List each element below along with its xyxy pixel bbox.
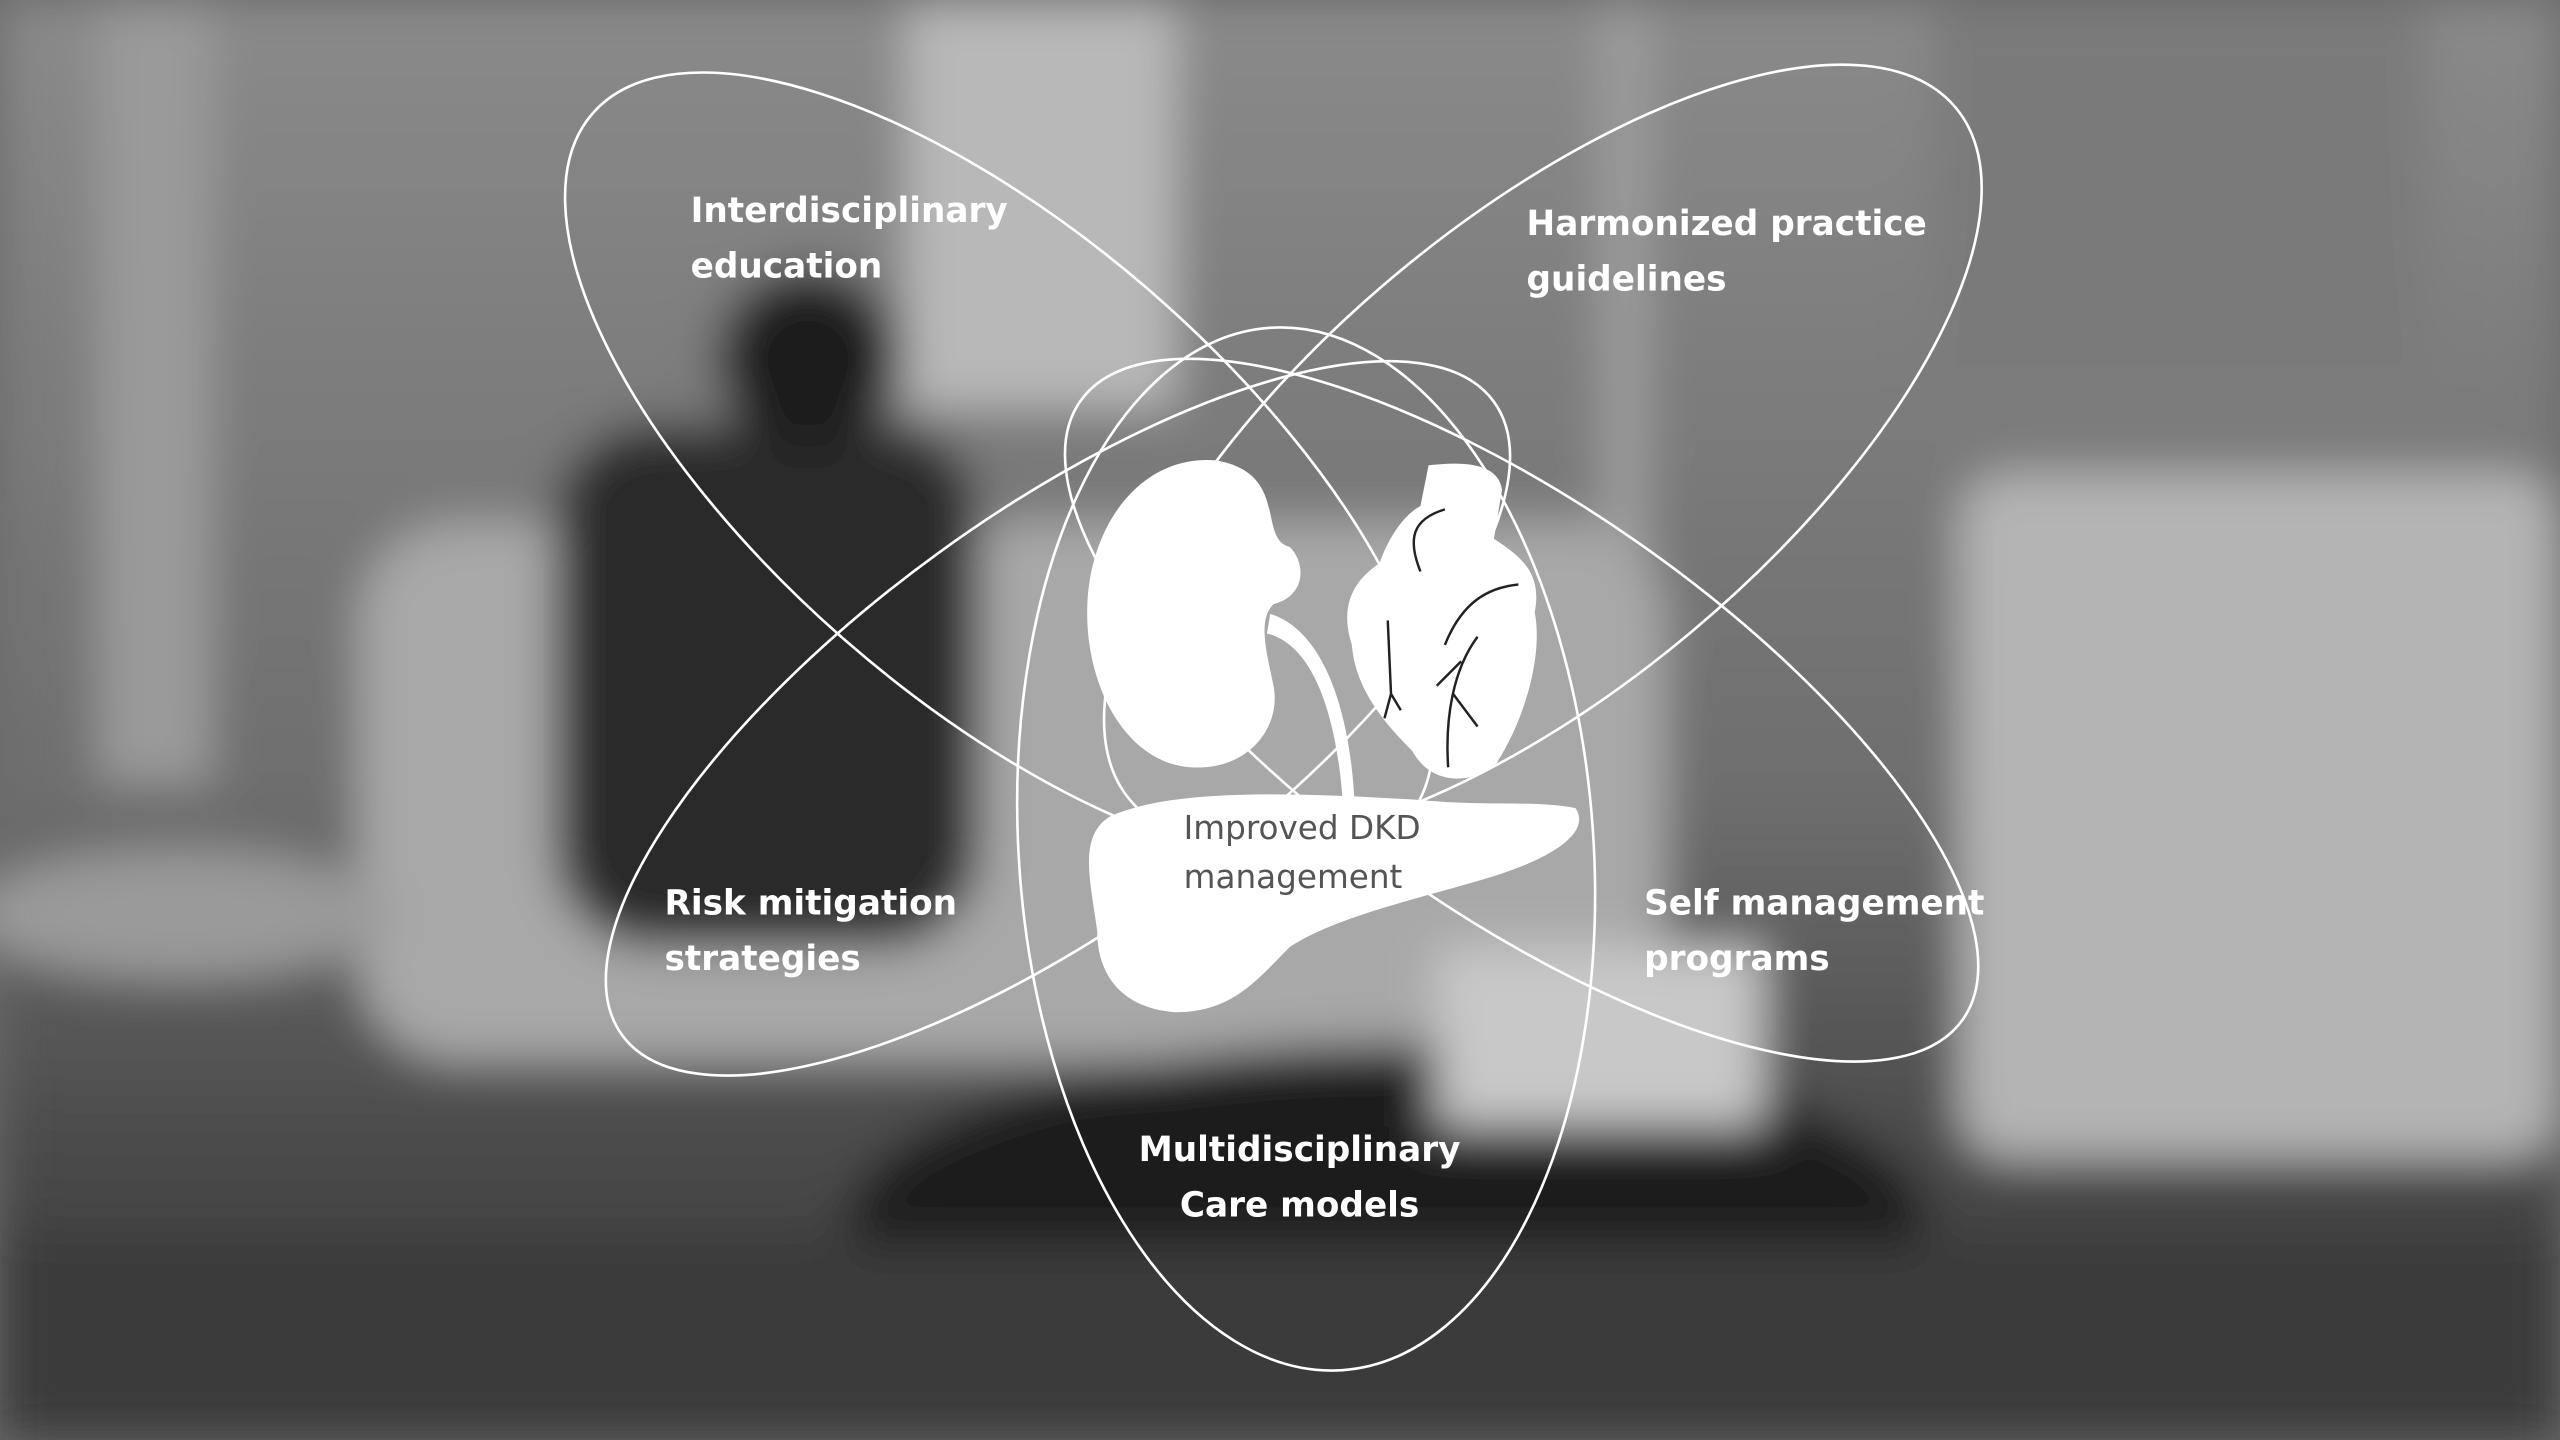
label-interdisciplinary-line2: education	[691, 247, 883, 287]
label-risk-line1: Risk mitigation	[664, 883, 957, 923]
kidney-icon	[1087, 459, 1356, 817]
center-title-line1: Improved DKD	[1184, 809, 1421, 847]
label-multidisciplinary-line2: Care models	[1180, 1185, 1420, 1225]
heart-icon	[1347, 463, 1537, 779]
label-self-line1: Self management	[1644, 883, 1984, 923]
label-interdisciplinary-line1: Interdisciplinary	[691, 191, 1008, 231]
label-multidisciplinary-line1: Multidisciplinary	[1139, 1130, 1461, 1170]
pancreas-icon	[1088, 794, 1580, 1013]
ellipse-multidisciplinary	[1015, 326, 1597, 1372]
center-title-line2: management	[1184, 858, 1403, 896]
ellipse-harmonized	[1102, 63, 1983, 845]
label-risk-line2: strategies	[664, 939, 860, 979]
label-harmonized-line2: guidelines	[1527, 260, 1727, 300]
label-harmonized-line1: Harmonized practice	[1527, 204, 1927, 244]
label-self-line2: programs	[1644, 939, 1830, 979]
